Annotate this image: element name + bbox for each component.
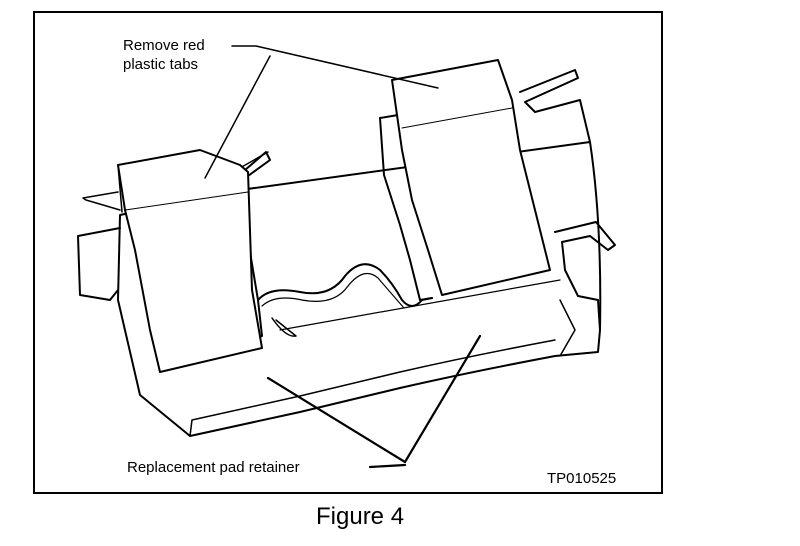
figure-frame (33, 11, 663, 494)
retainer-plate-edge (189, 339, 556, 437)
left-plastic-tab (117, 149, 263, 373)
right-end-tab (519, 69, 591, 143)
right-clip-wall (379, 114, 433, 301)
callout-remove-tabs: Remove red plastic tabs (123, 36, 205, 74)
leader-tabs-right (231, 45, 439, 89)
retainer-plate-crease (279, 279, 561, 331)
right-side-clip (554, 221, 616, 331)
leader-retainer-left (266, 376, 407, 464)
leader-retainer-stem (368, 463, 407, 469)
left-end-tab (77, 227, 121, 301)
right-plastic-tab (391, 59, 551, 296)
leader-tabs-left (204, 55, 271, 179)
callout-replacement-retainer: Replacement pad retainer (127, 459, 300, 476)
middle-spring-clip (257, 263, 433, 307)
callout-remove-tabs-line2: plastic tabs (123, 56, 199, 73)
leader-retainer-right (403, 334, 482, 464)
retainer-base-plate (117, 141, 602, 437)
figure-caption: Figure 4 (316, 503, 405, 530)
callout-remove-tabs-line1: Remove red (123, 37, 205, 54)
part-number: TP010525 (547, 470, 617, 487)
